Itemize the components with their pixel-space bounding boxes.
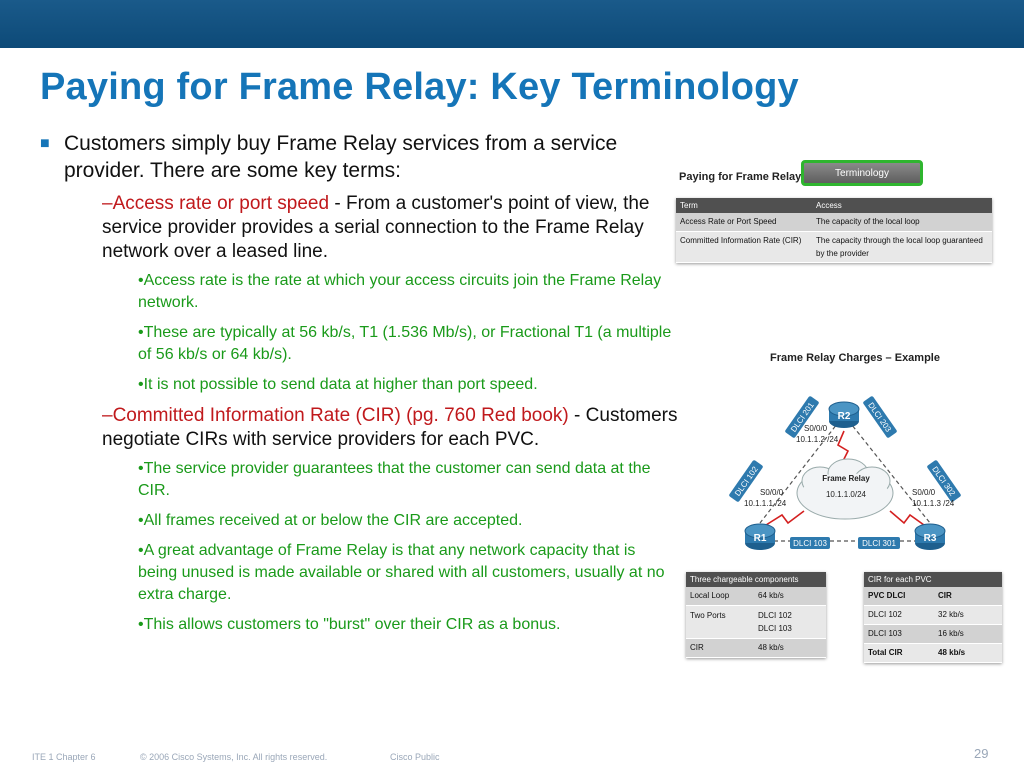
cir-term: –Committed Information Rate (CIR) (pg. 7… [102,405,569,426]
cir-point-4: •This allows customers to "burst" over t… [138,616,561,633]
table-row: Two Ports DLCI 102 DLCI 103 [686,605,826,639]
terminology-tab[interactable]: Terminology [801,160,923,186]
pvc-line-r2-r3 [843,414,931,524]
diagram-title: Frame Relay Charges – Example [770,352,940,364]
router-r2-label: R2 [838,411,851,422]
footer-classification: Cisco Public [390,752,440,762]
bullet-intro-text: Customers simply buy Frame Relay service… [64,132,618,182]
table-header-row: CIR for each PVC [864,572,1002,587]
r2-ip: 10.1.1.2 /24 [796,435,839,444]
dlci-103-label: DLCI 103 [793,539,827,548]
access-point-2: •These are typically at 56 kb/s, T1 (1.5… [138,324,672,363]
dlci-102-tag [729,460,763,502]
diagram-graphic: DLCI 201 DLCI 203 DLCI 102 DLCI 302 DLCI… [729,396,961,550]
slide-title: Paying for Frame Relay: Key Terminology [40,66,799,108]
cell: 48 kb/s [754,638,826,658]
dlci-302-tag [927,460,961,502]
slide-content: ■ Customers simply buy Frame Relay servi… [38,130,678,644]
serial-link-r3 [889,510,925,526]
cell: Local Loop [686,587,754,606]
cell: Committed Information Rate (CIR) [676,231,812,263]
cell: Total CIR [864,643,934,663]
router-r3-label: R3 [924,533,937,544]
cloud-label: Frame Relay [822,474,870,483]
dlci-203-tag [863,396,897,438]
page-number: 29 [974,746,989,761]
router-r1-label: R1 [754,533,767,544]
dlci-203-label: DLCI 203 [866,401,893,434]
footer-course: ITE 1 Chapter 6 [32,752,96,762]
access-point-1: •Access rate is the rate at which your a… [138,272,662,311]
figure-title: Paying for Frame Relay [679,171,802,183]
cell: CIR [934,587,1002,606]
dlci-103-tag [790,537,830,549]
table-row: Local Loop 64 kb/s [686,587,826,606]
cell: The capacity through the local loop guar… [812,231,992,263]
cloud-network: 10.1.1.0/24 [826,490,867,499]
bullet-intro: ■ Customers simply buy Frame Relay servi… [38,130,678,184]
frame-relay-diagram: Frame Relay Charges – Example [720,345,1004,555]
cir-table-header: CIR for each PVC [864,572,1002,587]
router-r1-icon [744,523,776,550]
cir-point-2: •All frames received at or below the CIR… [138,512,523,529]
table-row: PVC DLCI CIR [864,587,1002,606]
cell: 32 kb/s [934,605,1002,625]
cell: DLCI 102 DLCI 103 [754,605,826,639]
cell: 64 kb/s [754,587,826,606]
header-term: Term [676,198,812,213]
router-r3-icon [914,523,946,550]
cell: 16 kb/s [934,624,1002,644]
cell: The capacity of the local loop [812,213,992,232]
r1-interface: S0/0/0 [760,488,784,497]
serial-link-r1 [765,510,805,526]
access-rate-item: –Access rate or port speed - From a cust… [102,192,678,264]
footer-copyright: © 2006 Cisco Systems, Inc. All rights re… [140,752,328,762]
cell: DLCI 103 [864,624,934,644]
terminology-figure: Paying for Frame Relay Terminology Term … [676,160,992,270]
r3-interface: S0/0/0 [912,488,936,497]
dlci-301-label: DLCI 301 [862,539,896,548]
cir-point-3: •A great advantage of Frame Relay is tha… [138,542,665,603]
components-header: Three chargeable components [686,572,826,587]
table-header-row: Term Access [676,198,992,213]
terminology-table: Term Access Access Rate or Port Speed Th… [676,198,992,263]
table-row: DLCI 102 32 kb/s [864,605,1002,625]
serial-link-r2 [836,430,850,464]
cell: PVC DLCI [864,587,934,606]
square-bullet-icon: ■ [40,135,50,152]
router-r2-icon [828,401,860,428]
cell: CIR [686,638,754,658]
r2-interface: S0/0/0 [804,424,828,433]
cir-per-pvc-table: CIR for each PVC PVC DLCI CIR DLCI 102 3… [864,572,1002,663]
dlci-301-tag [858,537,900,549]
table-row: Total CIR 48 kb/s [864,643,1002,663]
cell: DLCI 102 [864,605,934,625]
access-rate-term: –Access rate or port speed [102,193,330,214]
cir-point-1: •The service provider guarantees that th… [138,460,651,499]
table-header-row: Three chargeable components [686,572,826,587]
r3-ip: 10.1.1.3 /24 [912,499,955,508]
table-row: Committed Information Rate (CIR) The cap… [676,231,992,263]
access-point-3: •It is not possible to send data at high… [138,376,538,393]
access-rate-desc: - From a customer's point of view, the s… [102,193,650,262]
cell: Two Ports [686,605,754,639]
cell: Access Rate or Port Speed [676,213,812,232]
r1-ip: 10.1.1.1 /24 [744,499,787,508]
pvc-line-r2-r1 [759,414,845,524]
cell: 48 kb/s [934,643,1002,663]
top-banner [0,0,1024,48]
table-row: CIR 48 kb/s [686,638,826,658]
table-row: Access Rate or Port Speed The capacity o… [676,213,992,232]
dlci-102-label: DLCI 102 [733,464,760,497]
cir-desc: - Customers negotiate CIRs with service … [102,405,678,450]
table-row: DLCI 103 16 kb/s [864,624,1002,644]
chargeable-components-table: Three chargeable components Local Loop 6… [686,572,826,658]
dlci-201-tag [785,396,819,438]
frame-relay-cloud-icon [796,458,894,520]
cir-item: –Committed Information Rate (CIR) (pg. 7… [102,404,678,452]
header-access: Access [812,198,992,213]
